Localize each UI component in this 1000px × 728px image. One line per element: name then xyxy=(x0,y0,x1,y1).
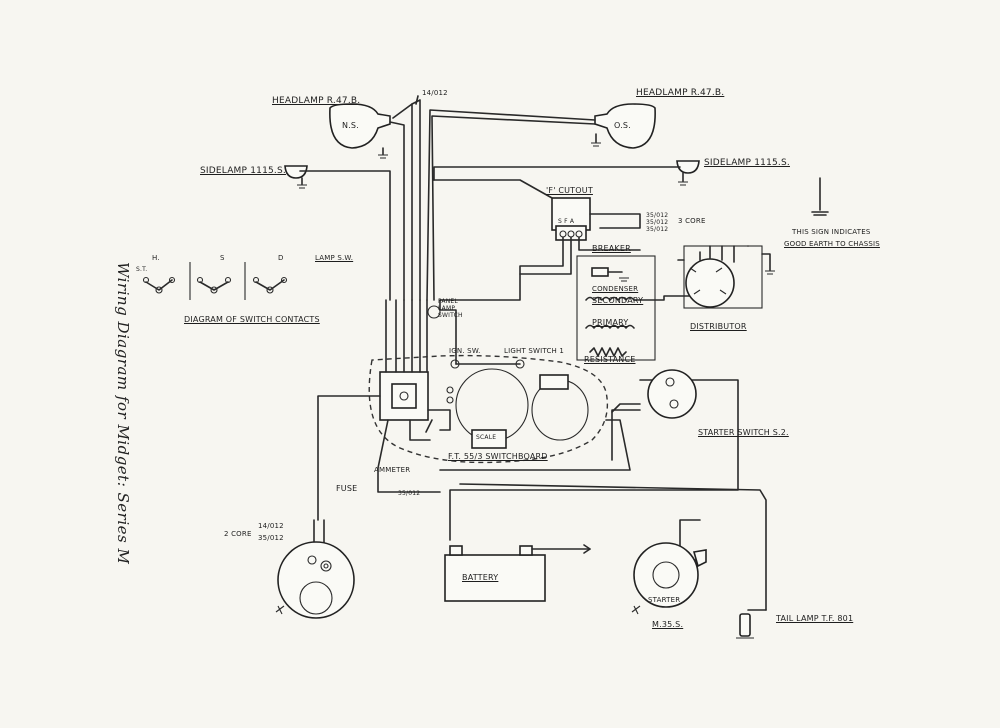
label-resistance: RESISTANCE xyxy=(584,355,636,364)
label-breaker: BREAKER xyxy=(592,244,631,253)
label-battery: BATTERY xyxy=(462,573,499,582)
label-wire-code-3: 35/012 xyxy=(646,226,669,233)
dynamo xyxy=(275,541,355,619)
earth-sign xyxy=(811,177,829,216)
label-core-a: 14/012 xyxy=(258,522,284,530)
sidelamp-os xyxy=(676,160,700,186)
label-sidelamp-ns: SIDELAMP 1115.S. xyxy=(200,166,286,176)
label-wire-code-2: 35/012 xyxy=(646,219,669,226)
label-fuse: FUSE xyxy=(336,484,358,493)
label-three-core: 3 CORE xyxy=(678,217,706,225)
battery xyxy=(444,544,591,602)
label-panel-lamp-switch: PANEL LAMP SWITCH xyxy=(438,298,463,319)
label-secondary: SECONDARY xyxy=(592,296,644,305)
label-ign-sw: IGN. SW. xyxy=(449,347,481,355)
label-earth-note-1: THIS SIGN INDICATES xyxy=(792,228,871,236)
switchboard xyxy=(368,299,609,464)
label-switch-st: S.T. xyxy=(136,266,148,273)
label-switchboard: F.T. 55/3 SWITCHBOARD xyxy=(448,452,548,461)
label-switch-d: D xyxy=(278,254,284,262)
label-starter: STARTER xyxy=(648,596,681,604)
cutout-unit xyxy=(433,179,641,301)
label-headlamp-os: HEADLAMP R.47.B. xyxy=(636,88,725,98)
label-cable-code-top: 14/012 xyxy=(422,89,448,97)
label-lamp-sw: LAMP S.W. xyxy=(315,254,354,262)
label-distributor: DISTRIBUTOR xyxy=(690,322,747,331)
label-os: O.S. xyxy=(614,121,631,130)
label-primary: PRIMARY xyxy=(592,318,629,327)
label-sidelamp-os: SIDELAMP 1115.S. xyxy=(704,158,790,168)
label-starter-switch: STARTER SWITCH S.2. xyxy=(698,428,789,437)
headlamp-ns xyxy=(329,103,391,159)
label-m35s: M.35.S. xyxy=(652,620,684,629)
starter-switch xyxy=(647,369,697,419)
label-condenser: CONDENSER xyxy=(592,285,639,293)
starter-motor xyxy=(631,542,707,615)
label-scale: SCALE xyxy=(476,434,497,441)
label-wire-code-1: 35/012 xyxy=(646,212,669,219)
label-switch-s: S xyxy=(220,254,225,262)
diagram-title: Wiring Diagram for Midget: Series M xyxy=(114,262,132,565)
distributor xyxy=(677,245,775,309)
label-light-switch: LIGHT SWITCH 1 xyxy=(504,347,565,355)
label-switch-h: H. xyxy=(152,254,160,262)
label-two-core: 2 CORE xyxy=(224,530,252,538)
switch-contacts xyxy=(142,262,288,300)
front-loom xyxy=(299,95,681,301)
label-tail-lamp: TAIL LAMP T.F. 801 xyxy=(776,614,854,623)
tail-lamp xyxy=(736,613,754,639)
label-earth-note-2: GOOD EARTH TO CHASSIS xyxy=(784,240,880,248)
label-ns: N.S. xyxy=(342,121,359,130)
label-ammeter: AMMETER xyxy=(374,466,411,474)
label-cutout-terms: S F A xyxy=(558,218,575,225)
sidelamp-ns xyxy=(284,165,308,189)
label-core-b: 35/012 xyxy=(258,534,284,542)
label-switch-diagram: DIAGRAM OF SWITCH CONTACTS xyxy=(184,315,320,324)
label-cable-35: 35/012 xyxy=(398,490,421,497)
label-headlamp-ns: HEADLAMP R.47.B. xyxy=(272,96,361,106)
label-cutout: 'F' CUTOUT xyxy=(546,186,593,195)
